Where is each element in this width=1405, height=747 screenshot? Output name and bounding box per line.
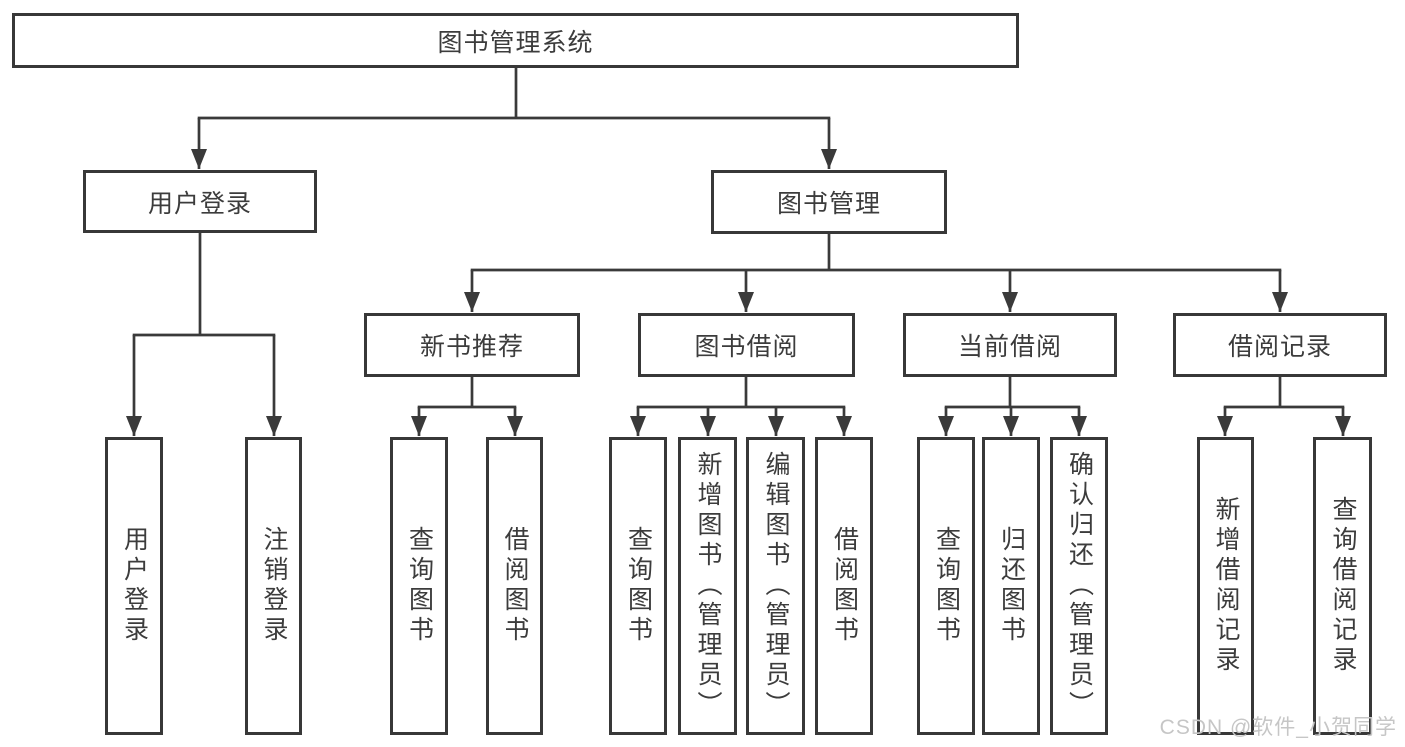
node-book-borrowing: 图书借阅 — [638, 313, 855, 377]
node-leaf-recommend-query-books: 查询图书 — [390, 437, 448, 735]
node-label: 查询图书 — [932, 526, 961, 646]
node-leaf-records-add-record: 新增借阅记录 — [1197, 437, 1254, 735]
node-current-borrowing: 当前借阅 — [903, 313, 1117, 377]
node-book-management: 图书管理 — [711, 170, 947, 234]
node-borrowing-records: 借阅记录 — [1173, 313, 1387, 377]
node-leaf-current-return-books: 归还图书 — [982, 437, 1040, 735]
node-label: 图书管理系统 — [437, 28, 594, 57]
node-label: 确认归还（管理员） — [1065, 451, 1094, 721]
node-label: 用户登录 — [120, 526, 149, 646]
node-label: 借阅图书 — [830, 526, 859, 646]
node-label: 借阅图书 — [501, 526, 529, 646]
node-label: 新增借阅记录 — [1212, 496, 1240, 676]
node-label: 用户登录 — [147, 189, 252, 218]
node-label: 查询借阅记录 — [1329, 496, 1357, 676]
node-leaf-current-confirm-return-admin: 确认归还（管理员） — [1050, 437, 1108, 735]
node-label: 图书借阅 — [694, 333, 799, 361]
node-label: 当前借阅 — [957, 333, 1062, 361]
node-user-login: 用户登录 — [83, 170, 317, 233]
node-leaf-borrowing-borrow-books: 借阅图书 — [815, 437, 873, 735]
node-label: 查询图书 — [624, 526, 653, 646]
node-label: 新增图书（管理员） — [694, 451, 722, 721]
node-leaf-current-query-books: 查询图书 — [917, 437, 975, 735]
node-leaf-logout: 注销登录 — [245, 437, 302, 735]
node-leaf-borrowing-query-books: 查询图书 — [609, 437, 667, 735]
node-new-book-recommend: 新书推荐 — [364, 313, 580, 377]
node-label: 归还图书 — [997, 526, 1026, 646]
node-label: 注销登录 — [260, 526, 288, 646]
node-leaf-recommend-borrow-books: 借阅图书 — [486, 437, 543, 735]
node-library-management-system: 图书管理系统 — [12, 13, 1019, 68]
node-label: 新书推荐 — [419, 333, 524, 361]
node-leaf-records-query-record: 查询借阅记录 — [1313, 437, 1372, 735]
node-label: 图书管理 — [776, 190, 881, 218]
watermark: CSDN @软件_小贺同学 — [1159, 716, 1397, 739]
node-leaf-borrowing-add-books-admin: 新增图书（管理员） — [678, 437, 737, 735]
node-leaf-borrowing-edit-books-admin: 编辑图书（管理员） — [746, 437, 805, 735]
node-label: 编辑图书（管理员） — [762, 451, 790, 721]
node-leaf-user-login: 用户登录 — [105, 437, 163, 735]
node-label: 借阅记录 — [1227, 333, 1332, 361]
node-label: 查询图书 — [405, 526, 434, 646]
